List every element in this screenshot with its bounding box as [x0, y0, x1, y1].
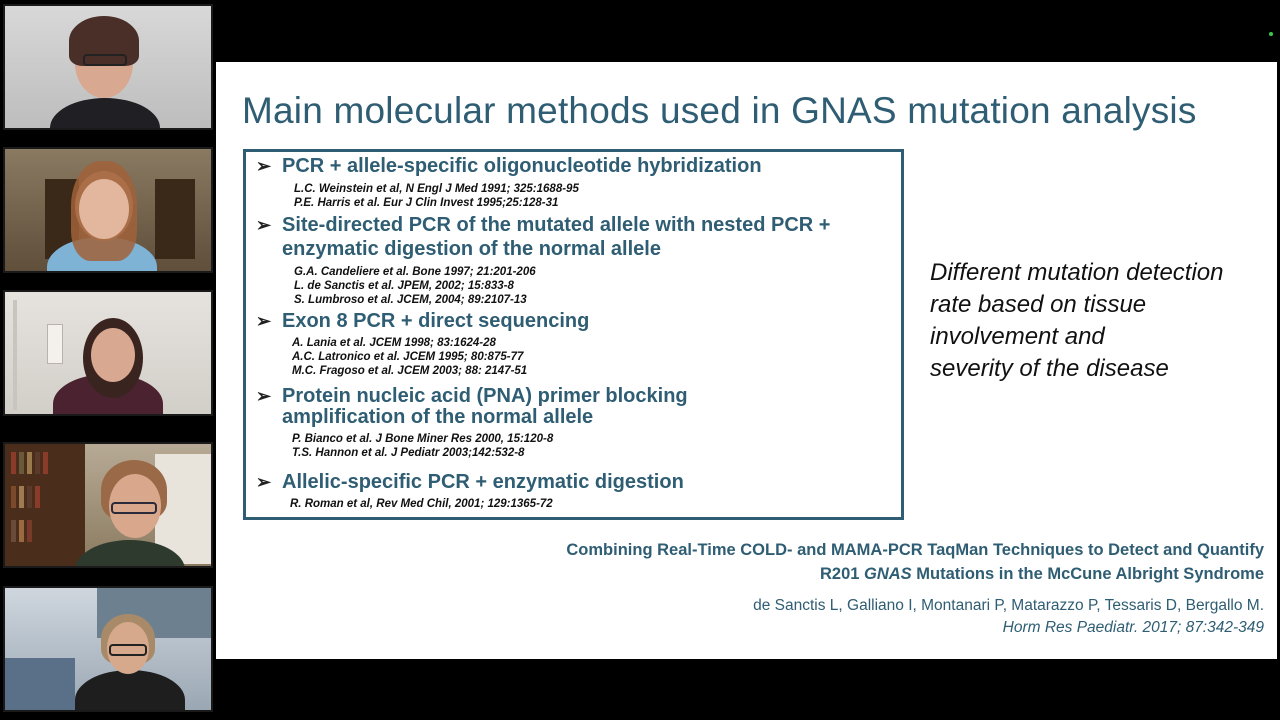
author-list: de Sanctis L, Galliano I, Montanari P, M…	[753, 597, 1264, 614]
method-heading: amplification of the normal allele	[282, 406, 594, 428]
method-reference: A.C. Latronico et al. JCEM 1995; 80:875-…	[292, 351, 524, 363]
citation-title: Combining Real-Time COLD- and MAMA-PCR T…	[566, 538, 1264, 586]
side-note-line: Different mutation detection	[930, 259, 1224, 286]
methods-box: ➢ PCR + allele-specific oligonucleotide …	[243, 149, 904, 520]
citation-title-line: R201 GNAS Mutations in the McCune Albrig…	[819, 565, 1264, 583]
person-silhouette	[75, 670, 185, 710]
citation-title-line: Combining Real-Time COLD- and MAMA-PCR T…	[566, 541, 1264, 559]
participant-video-3[interactable]	[3, 290, 213, 416]
arrow-bullet-icon: ➢	[256, 472, 272, 492]
participant-video-5[interactable]	[3, 586, 213, 712]
person-face	[107, 622, 149, 674]
status-dot-icon	[1269, 32, 1273, 36]
method-reference: R. Roman et al, Rev Med Chil, 2001; 129:…	[290, 498, 553, 510]
method-reference: L.C. Weinstein et al, N Engl J Med 1991;…	[294, 183, 579, 195]
side-note-line: involvement and	[930, 323, 1105, 350]
person-hair	[69, 16, 139, 66]
method-heading: Exon 8 PCR + direct sequencing	[282, 310, 590, 332]
method-heading: Site-directed PCR of the mutated allele …	[282, 214, 831, 236]
method-reference: M.C. Fragoso et al. JCEM 2003; 88: 2147-…	[292, 365, 528, 377]
participant-video-4[interactable]	[3, 442, 213, 568]
glasses	[83, 54, 127, 66]
arrow-bullet-icon: ➢	[256, 311, 272, 331]
side-note: Different mutation detection rate based …	[930, 257, 1224, 385]
method-reference: P.E. Harris et al. Eur J Clin Invest 199…	[294, 197, 559, 209]
slide-title: Main molecular methods used in GNAS muta…	[242, 90, 1197, 131]
arrow-bullet-icon: ➢	[256, 215, 272, 235]
person-face	[79, 179, 129, 239]
person-face	[109, 474, 161, 538]
side-note-line: severity of the disease	[930, 355, 1169, 382]
method-reference: P. Bianco et al. J Bone Miner Res 2000, …	[292, 433, 554, 445]
glasses	[109, 644, 147, 656]
shared-slide: Main molecular methods used in GNAS muta…	[216, 62, 1277, 659]
method-heading: PCR + allele-specific oligonucleotide hy…	[282, 155, 762, 177]
person-face	[91, 328, 135, 382]
method-heading: Protein nucleic acid (PNA) primer blocki…	[282, 385, 688, 407]
method-heading: Allelic-specific PCR + enzymatic digesti…	[282, 471, 684, 493]
citation-authors: de Sanctis L, Galliano I, Montanari P, M…	[753, 595, 1264, 639]
bookshelf	[155, 179, 195, 259]
chair	[5, 658, 75, 710]
method-reference: L. de Sanctis et al. JPEM, 2002; 15:833-…	[294, 280, 514, 292]
participant-video-2[interactable]	[3, 147, 213, 273]
journal-reference: Horm Res Paediatr. 2017; 87:342-349	[1002, 619, 1264, 636]
arrow-bullet-icon: ➢	[256, 386, 272, 406]
gene-name: GNAS	[864, 565, 912, 583]
participant-video-1[interactable]	[3, 4, 213, 130]
door-frame	[13, 300, 17, 410]
method-heading: enzymatic digestion of the normal allele	[282, 238, 661, 260]
glasses	[111, 502, 157, 514]
person-silhouette	[50, 98, 160, 128]
method-reference: G.A. Candeliere et al. Bone 1997; 21:201…	[294, 266, 536, 278]
method-reference: A. Lania et al. JCEM 1998; 83:1624-28	[292, 337, 496, 349]
side-note-line: rate based on tissue	[930, 291, 1147, 318]
participant-strip	[0, 0, 216, 720]
method-reference: S. Lumbroso et al. JCEM, 2004; 89:2107-1…	[294, 294, 527, 306]
arrow-bullet-icon: ➢	[256, 156, 272, 176]
wall-frame	[47, 324, 63, 364]
method-reference: T.S. Hannon et al. J Pediatr 2003;142:53…	[292, 447, 525, 459]
